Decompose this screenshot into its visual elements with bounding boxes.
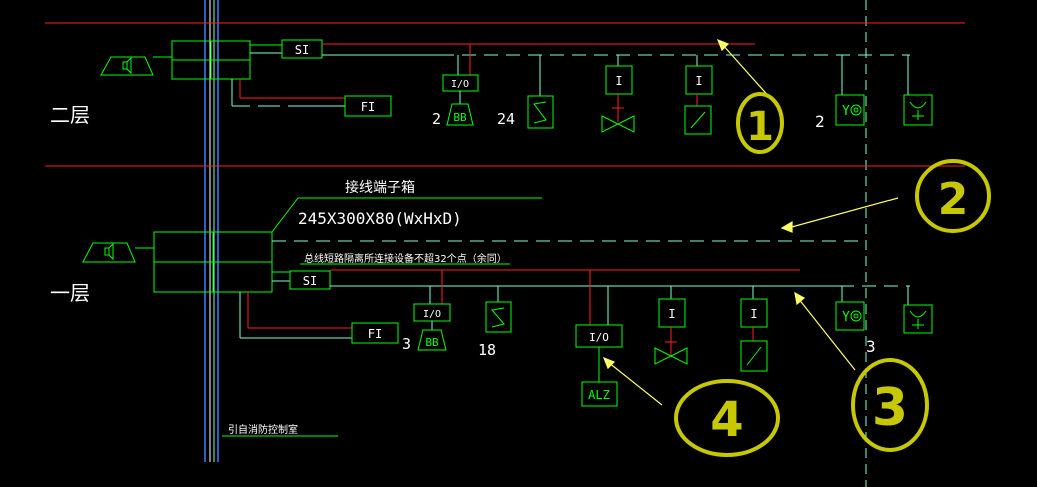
svg-text:SI: SI [295, 43, 309, 57]
io-module-alz: I/O [575, 324, 623, 348]
count-beam-lower: 3 [402, 335, 411, 353]
count-hydrant-lower: 3 [866, 337, 876, 356]
svg-text:FI: FI [368, 327, 382, 341]
svg-text:SI: SI [303, 274, 317, 288]
si-module-lower: SI [289, 270, 331, 290]
source-note: 引自消防控制室 [228, 423, 298, 436]
valve-icon [601, 115, 635, 133]
svg-text:Y: Y [842, 104, 850, 119]
svg-text:I/O: I/O [423, 309, 441, 320]
hydrant-button-icon: Y [835, 94, 865, 126]
svg-text:I: I [750, 307, 757, 321]
svg-text:BB: BB [453, 111, 467, 124]
input-module-upper-1: I [605, 65, 633, 95]
panel-title: 接线端子箱 [345, 179, 415, 196]
floor-label-upper: 二层 [50, 103, 90, 127]
annotation-1: 1 [746, 104, 774, 150]
annotation-2: 2 [938, 174, 969, 225]
vertical-risers [204, 0, 867, 487]
smoke-detector-icon [485, 301, 512, 333]
smoke-detector-icon [527, 95, 554, 129]
input-module-lower-1: I [658, 298, 686, 328]
count-smoke-lower: 18 [478, 341, 496, 359]
io-module-upper: I/O [442, 74, 479, 92]
svg-text:Y: Y [842, 310, 850, 325]
terminal-box-lower [153, 231, 273, 293]
flow-switch-icon [684, 105, 712, 135]
input-module-upper-2: I [685, 65, 713, 95]
speaker-icon [82, 242, 154, 263]
svg-text:I/O: I/O [451, 79, 469, 90]
beam-detector-icon: BB [446, 103, 474, 126]
floor-label-lower: 一层 [50, 281, 90, 305]
svg-text:I: I [615, 74, 622, 88]
annotation-3: 3 [872, 378, 908, 438]
panel-size: 245X300X80(WxHxD) [298, 209, 462, 228]
fi-module-upper: FI [344, 95, 392, 117]
hydrant-button-icon: Y [835, 301, 865, 331]
input-module-lower-2: I [740, 298, 768, 328]
manual-call-point-icon [903, 304, 933, 334]
io-module-lower: I/O [413, 303, 451, 322]
count-smoke-upper: 24 [497, 110, 515, 128]
speaker-icon [100, 56, 172, 76]
svg-text:I: I [695, 74, 702, 88]
fi-module-lower: FI [351, 322, 399, 344]
count-beam-upper: 2 [432, 110, 441, 128]
annotation-circled-numbers [674, 92, 991, 457]
svg-text:I: I [668, 307, 675, 321]
valve-icon [654, 347, 688, 365]
loop-note: 总线短路隔离所连接设备不超32个点（余同） [304, 252, 507, 265]
count-hydrant-upper: 2 [815, 112, 825, 131]
annotation-arrows [602, 38, 899, 406]
junction-box-upper [171, 40, 251, 80]
annotation-4: 4 [710, 392, 743, 448]
alz-module: ALZ [581, 381, 618, 407]
svg-text:FI: FI [361, 100, 375, 114]
svg-text:BB: BB [425, 336, 439, 349]
beam-detector-icon: BB [417, 329, 447, 351]
manual-call-point-icon [903, 94, 933, 126]
svg-text:ALZ: ALZ [588, 388, 610, 402]
flow-switch-icon [740, 340, 768, 372]
si-module-upper: SI [281, 39, 323, 59]
svg-text:I/O: I/O [589, 331, 609, 344]
